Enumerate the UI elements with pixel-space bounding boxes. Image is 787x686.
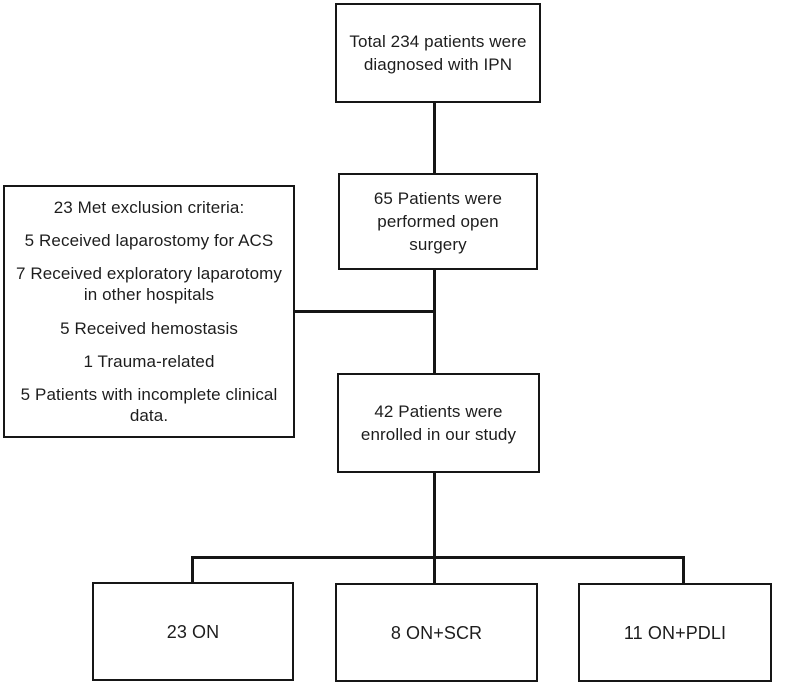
node-group-on-label: 23 ON bbox=[166, 621, 220, 642]
exclusion-item-laparotomy: 7 Received exploratory laparotomy in oth… bbox=[16, 264, 282, 305]
connector-exclusion-branch bbox=[295, 310, 436, 313]
node-open-surgery-label: 65 Patients were performed open surgery bbox=[373, 189, 503, 254]
node-group-on: 23 ON bbox=[92, 582, 294, 681]
connector-branch-horizontal bbox=[191, 556, 685, 559]
connector-surgery-to-enrolled bbox=[433, 270, 436, 373]
node-open-surgery: 65 Patients were performed open surgery bbox=[338, 173, 538, 270]
exclusion-item-laparostomy: 5 Received laparostomy for ACS bbox=[24, 231, 274, 251]
node-enrolled-label: 42 Patients were enrolled in our study bbox=[360, 402, 517, 444]
node-group-on-scr-label: 8 ON+SCR bbox=[390, 622, 483, 643]
exclusion-item-trauma: 1 Trauma-related bbox=[83, 351, 215, 371]
node-exclusion-criteria: 23 Met exclusion criteria: 5 Received la… bbox=[3, 185, 295, 438]
node-group-on-pdli: 11 ON+PDLI bbox=[578, 583, 772, 682]
node-group-on-scr: 8 ON+SCR bbox=[335, 583, 538, 682]
connector-drop-on-pdli bbox=[682, 556, 685, 583]
node-total-diagnosed: Total 234 patients were diagnosed with I… bbox=[335, 3, 541, 103]
connector-enrolled-to-branch bbox=[433, 473, 436, 583]
exclusion-heading: 23 Met exclusion criteria: bbox=[53, 198, 245, 217]
connector-diagnosed-to-surgery bbox=[433, 103, 436, 173]
connector-drop-on bbox=[191, 556, 194, 582]
exclusion-item-hemostasis: 5 Received hemostasis bbox=[60, 318, 238, 338]
node-total-diagnosed-label: Total 234 patients were diagnosed with I… bbox=[349, 32, 527, 74]
node-group-on-pdli-label: 11 ON+PDLI bbox=[623, 622, 727, 643]
exclusion-item-incomplete: 5 Patients with incomplete clinical data… bbox=[20, 384, 278, 425]
node-enrolled: 42 Patients were enrolled in our study bbox=[337, 373, 540, 473]
